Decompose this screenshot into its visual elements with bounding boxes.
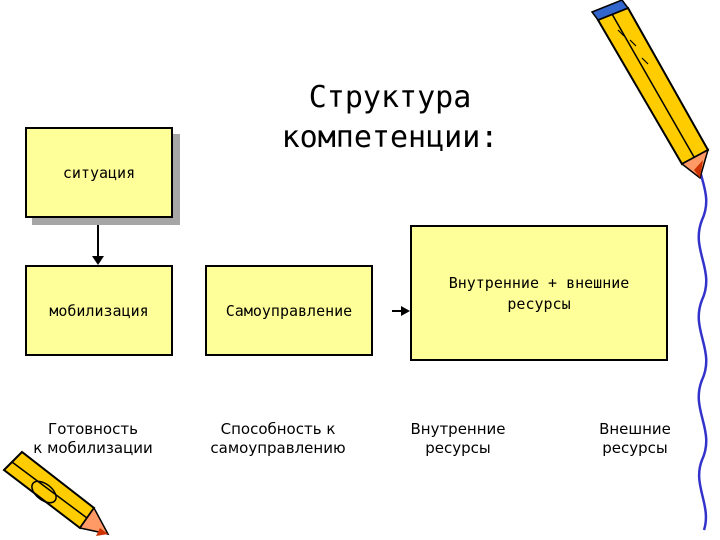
self-management-box: Самоуправление bbox=[205, 265, 373, 356]
arrow-right bbox=[392, 306, 410, 316]
mobilization-box: мобилизация bbox=[25, 265, 173, 356]
mobilization-label: мобилизация bbox=[49, 301, 149, 320]
resources-box: Внутренние + внешние ресурсы bbox=[410, 225, 668, 361]
internal-resources-label: Внутренние ресурсы bbox=[410, 420, 506, 457]
pencil-icon bbox=[590, 0, 710, 180]
self-management-label: Самоуправление bbox=[225, 301, 353, 320]
readiness-label: Готовность к мобилизации bbox=[33, 420, 153, 457]
ability-label: Способность к самоуправлению bbox=[210, 420, 346, 457]
arrow-down bbox=[92, 218, 104, 265]
diagram-title: Структура компетенции: bbox=[240, 78, 540, 158]
external-resources-label: Внешние ресурсы bbox=[599, 420, 671, 457]
situation-box: ситуация bbox=[25, 127, 173, 218]
resources-label: Внутренние + внешние ресурсы bbox=[448, 274, 630, 313]
situation-label: ситуация bbox=[62, 163, 136, 182]
title-line-2: компетенции: bbox=[281, 120, 499, 155]
pencil-icon bbox=[2, 450, 110, 536]
title-line-1: Структура bbox=[308, 80, 472, 115]
squiggle-line bbox=[696, 139, 708, 531]
